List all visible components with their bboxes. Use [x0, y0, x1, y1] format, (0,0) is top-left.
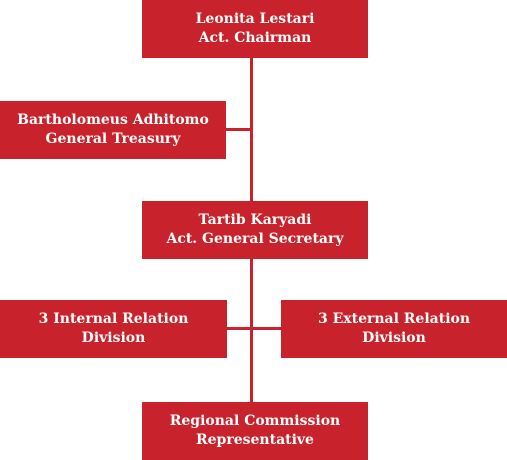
internal-division-line1: 3 Internal Relation — [38, 311, 189, 327]
connector-treasury-branch — [225, 128, 251, 131]
regional-line2: Representative — [196, 432, 314, 448]
node-regional-commission: Regional Commission Representative — [142, 402, 368, 460]
connector-division-horizontal — [227, 327, 281, 330]
treasury-role: General Treasury — [45, 131, 181, 147]
secretary-role: Act. General Secretary — [166, 231, 344, 247]
external-division-line1: 3 External Relation — [317, 311, 471, 327]
node-secretary: Tartib Karyadi Act. General Secretary — [142, 201, 368, 259]
chairman-name: Leonita Lestari — [195, 11, 315, 27]
node-external-division: 3 External Relation Division — [281, 300, 507, 358]
external-division-line2: Division — [362, 330, 426, 346]
connector-main-vertical-top — [250, 57, 253, 202]
regional-line1: Regional Commission — [169, 413, 341, 429]
node-treasury: Bartholomeus Adhitomo General Treasury — [0, 101, 226, 159]
treasury-name: Bartholomeus Adhitomo — [17, 112, 209, 128]
node-chairman: Leonita Lestari Act. Chairman — [142, 0, 368, 58]
chairman-role: Act. Chairman — [198, 30, 312, 46]
connector-main-vertical-bottom — [250, 258, 253, 403]
secretary-name: Tartib Karyadi — [198, 212, 312, 228]
internal-division-line2: Division — [81, 330, 146, 346]
node-internal-division: 3 Internal Relation Division — [0, 300, 227, 358]
